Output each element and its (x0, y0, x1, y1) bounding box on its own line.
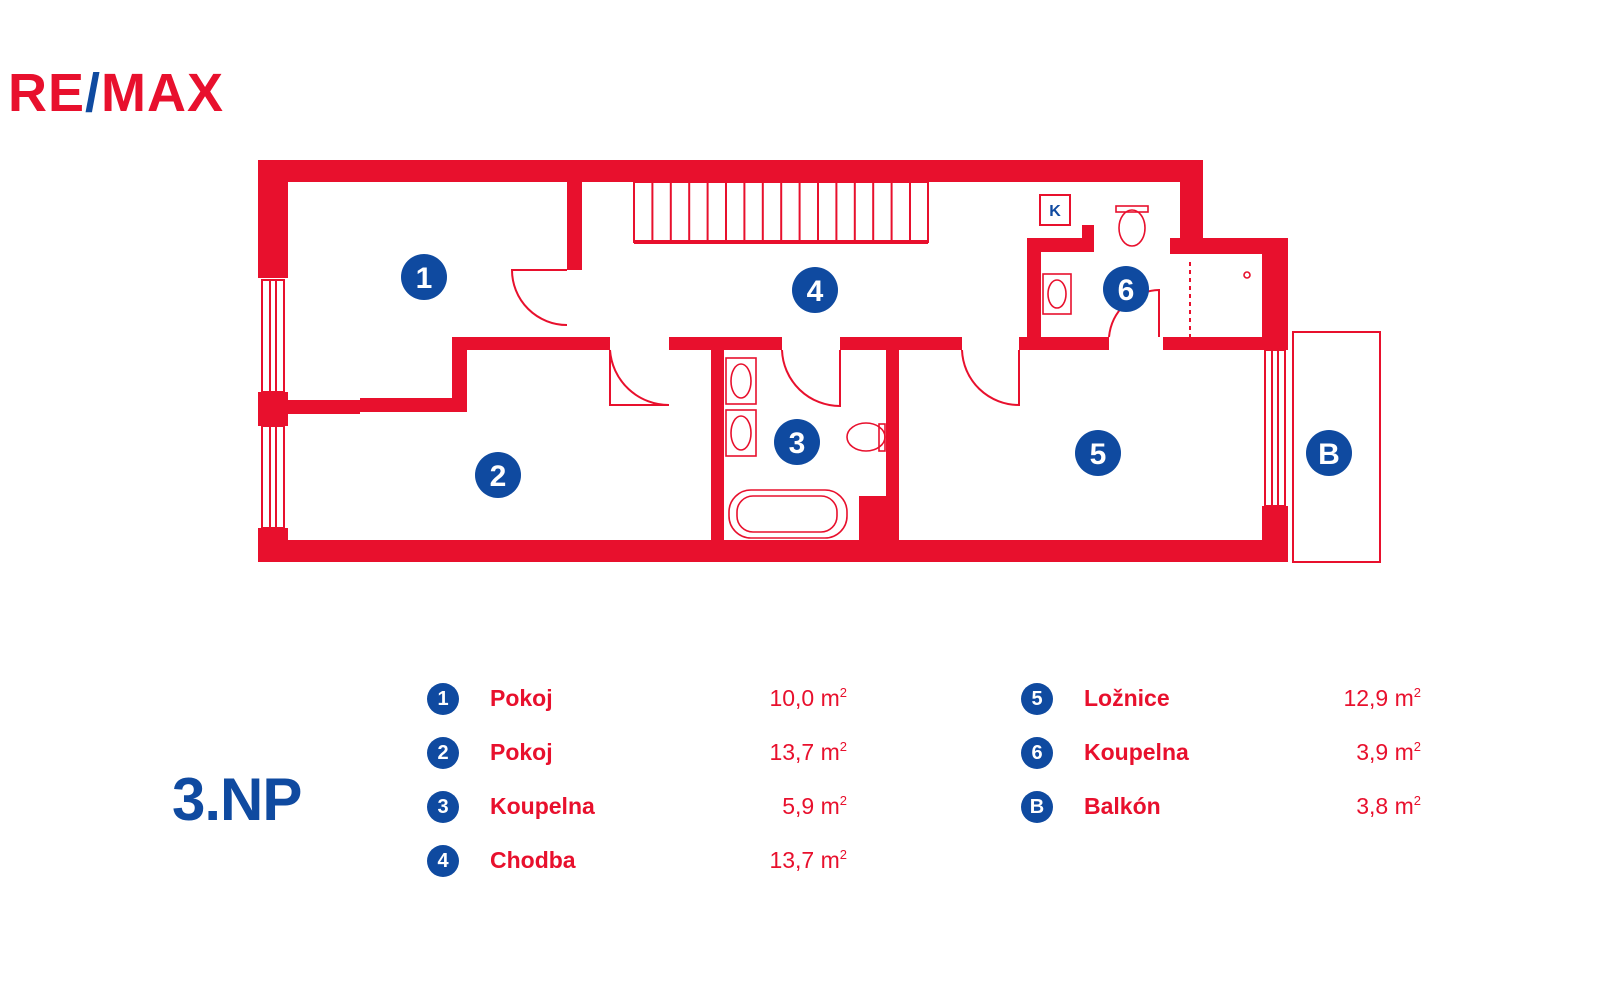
legend-room-name: Chodba (490, 847, 576, 873)
fixtures (725, 205, 1251, 539)
stair-steps (633, 182, 911, 242)
legend-room-area: 10,0 m2 (769, 685, 847, 711)
legend-room-area: 3,9 m2 (1356, 739, 1421, 765)
windows (261, 189, 1286, 529)
room-badge-2: 2 (490, 460, 507, 493)
sink-icon (725, 409, 757, 457)
legend-room-name: Ložnice (1084, 685, 1170, 711)
room-badge-6: 6 (1118, 274, 1135, 307)
legend-badge: 5 (1021, 683, 1053, 715)
room-badge-3: 3 (789, 427, 806, 460)
legend-badge: 1 (427, 683, 459, 715)
sink-icon (725, 357, 757, 405)
sink-icon (1042, 273, 1072, 315)
room-badges: 1 2 3 4 5 6 B (401, 254, 1352, 498)
balcony-outline (1292, 331, 1381, 563)
legend-item: B Balkón 3,8 m2 (1021, 791, 1421, 823)
legend-room-name: Koupelna (1084, 739, 1189, 765)
legend-room-name: Koupelna (490, 793, 595, 819)
legend-item: 3 Koupelna 5,9 m2 (427, 791, 847, 823)
legend-room-area: 3,8 m2 (1356, 793, 1421, 819)
legend-badge: 6 (1021, 737, 1053, 769)
legend-room-area: 12,9 m2 (1343, 685, 1421, 711)
boiler-box: K (1039, 194, 1071, 226)
remax-logo-text: RE/MAX (8, 63, 224, 123)
legend-item: 5 Ložnice 12,9 m2 (1021, 683, 1421, 715)
legend-room-name: Balkón (1084, 793, 1161, 819)
legend-room-name: Pokoj (490, 685, 553, 711)
legend-room-area: 13,7 m2 (769, 847, 847, 873)
legend-item: 1 Pokoj 10,0 m2 (427, 683, 847, 715)
bathtub-icon (728, 489, 848, 539)
legend-item: 4 Chodba 13,7 m2 (427, 845, 847, 877)
legend-badge: 2 (427, 737, 459, 769)
remax-logo: RE/MAX (8, 63, 224, 123)
walls (258, 160, 1288, 562)
legend-badge: B (1021, 791, 1053, 823)
legend-item: 2 Pokoj 13,7 m2 (427, 737, 847, 769)
room-badge-5: 5 (1090, 438, 1107, 471)
legend-room-area: 13,7 m2 (769, 739, 847, 765)
legend-badge: 4 (427, 845, 459, 877)
boiler-label: K (1049, 203, 1061, 220)
room-badge-4: 4 (807, 275, 824, 308)
legend-room-area: 5,9 m2 (782, 793, 847, 819)
doors (510, 262, 1191, 408)
toilet-icon (1118, 209, 1146, 247)
room-badge-1: 1 (416, 262, 433, 295)
legend-item: 6 Koupelna 3,9 m2 (1021, 737, 1421, 769)
room-badge-b: B (1318, 438, 1340, 471)
floor-plan: K 1 2 3 4 5 6 B (258, 160, 1381, 563)
floor-label: 3.NP (172, 766, 302, 833)
legend-badge: 3 (427, 791, 459, 823)
legend-room-name: Pokoj (490, 739, 553, 765)
